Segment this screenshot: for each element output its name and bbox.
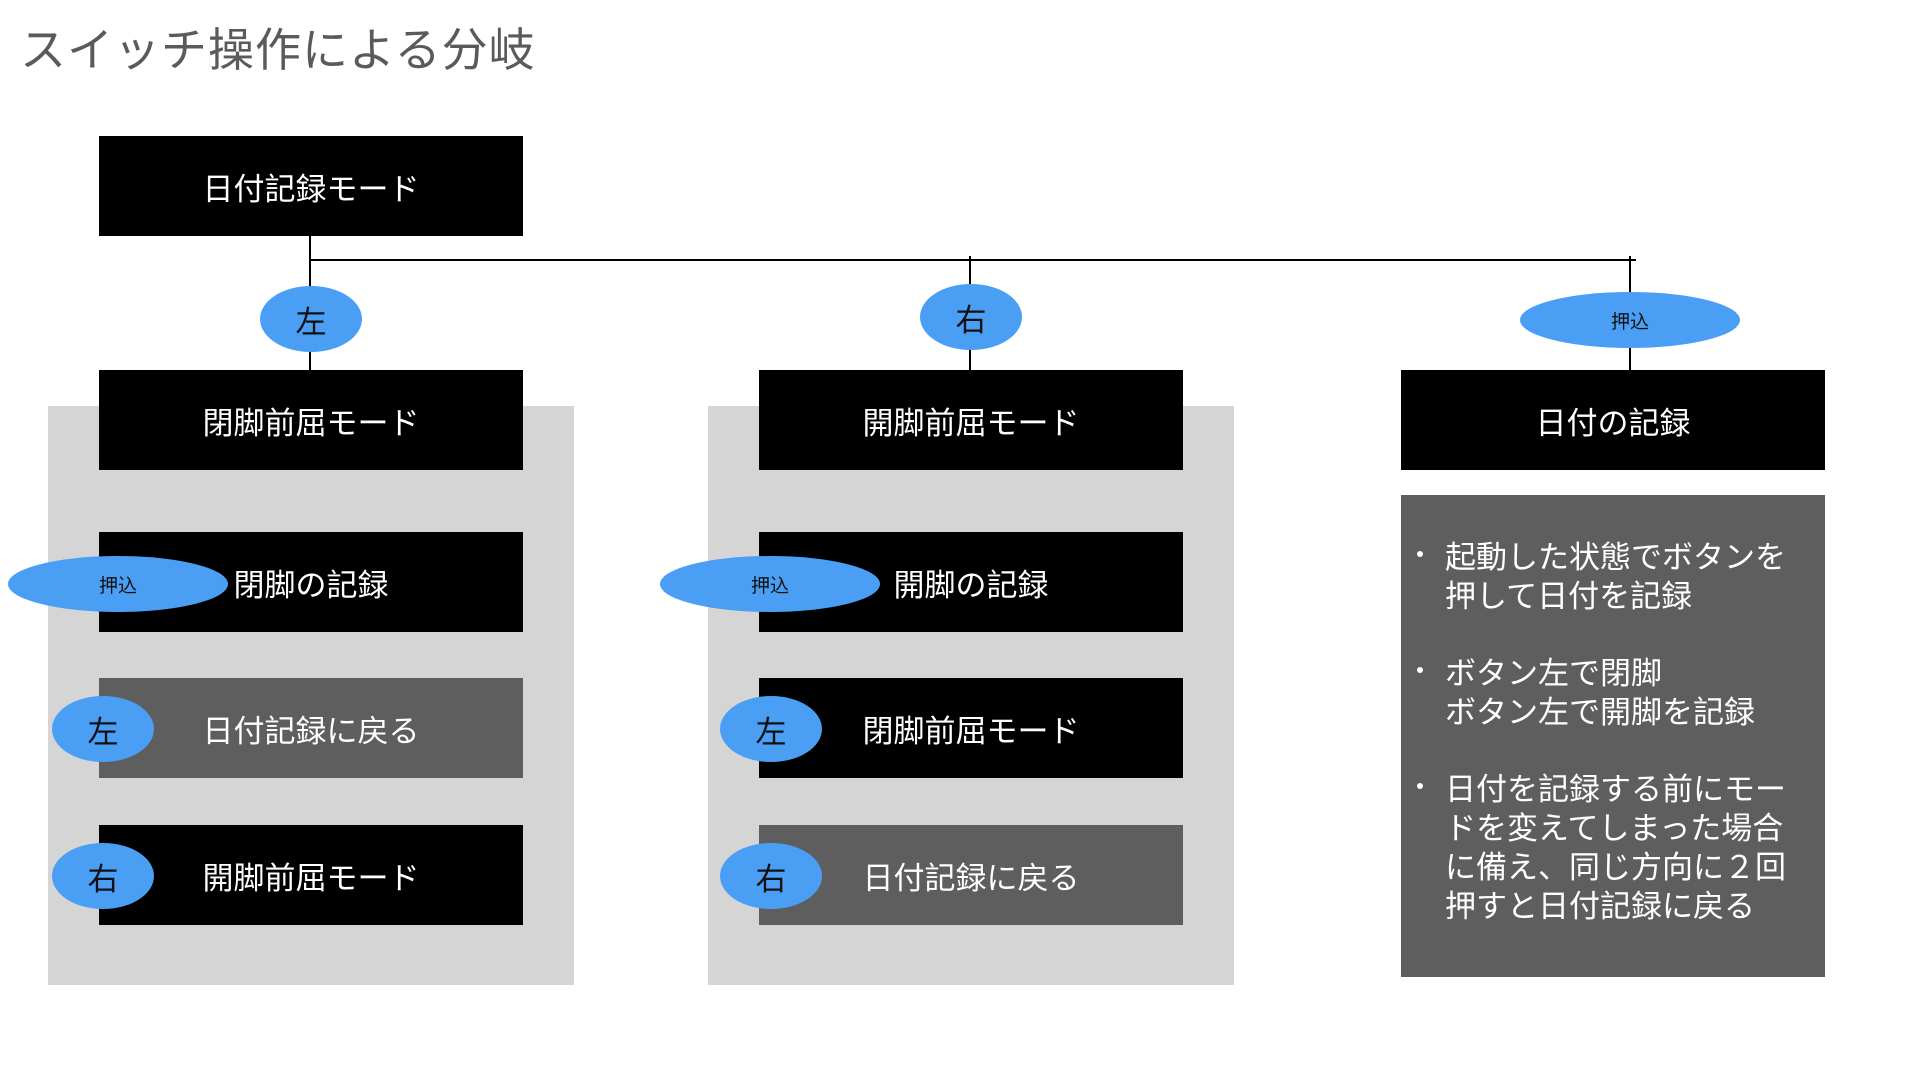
branch-right-trigger: 右: [920, 284, 1022, 350]
open-right-trigger: 右: [720, 843, 822, 909]
closed-to-open-mode-box: 開脚前屈モード: [99, 825, 523, 925]
connector-horizontal: [309, 259, 1636, 261]
closed-press-trigger: 押込: [8, 556, 228, 612]
closed-leg-record-box: 閉脚の記録: [99, 532, 523, 632]
open-left-trigger: 左: [720, 696, 822, 762]
closed-left-trigger: 左: [52, 696, 154, 762]
date-record-notes: 起動した状態でボタンを 押して日付を記録 ボタン左で閉脚 ボタン左で開脚を記録 …: [1401, 495, 1825, 977]
connector-root-down: [309, 236, 311, 261]
page-title: スイッチ操作による分岐: [20, 23, 536, 77]
root-mode-label: 日付記録モード: [202, 171, 420, 208]
open-leg-mode-box: 開脚前屈モード: [759, 370, 1183, 470]
closed-right-trigger: 右: [52, 843, 154, 909]
branch-left-trigger: 左: [260, 286, 362, 352]
root-mode-box: 日付記録モード: [99, 136, 523, 236]
closed-leg-mode-box: 閉脚前屈モード: [99, 370, 523, 470]
open-back-to-date-box: 日付記録に戻る: [759, 825, 1183, 925]
closed-back-to-date-box: 日付記録に戻る: [99, 678, 523, 778]
note-item: 起動した状態でボタンを 押して日付を記録: [1409, 539, 1801, 617]
note-item: ボタン左で閉脚 ボタン左で開脚を記録: [1409, 655, 1801, 733]
open-press-trigger: 押込: [660, 556, 880, 612]
branch-press-trigger: 押込: [1520, 292, 1740, 348]
open-to-closed-mode-box: 閉脚前屈モード: [759, 678, 1183, 778]
note-item: 日付を記録する前にモー ドを変えてしまった場合 に備え、同じ方向に２回 押すと日…: [1409, 771, 1801, 927]
date-record-box: 日付の記録: [1401, 370, 1825, 470]
